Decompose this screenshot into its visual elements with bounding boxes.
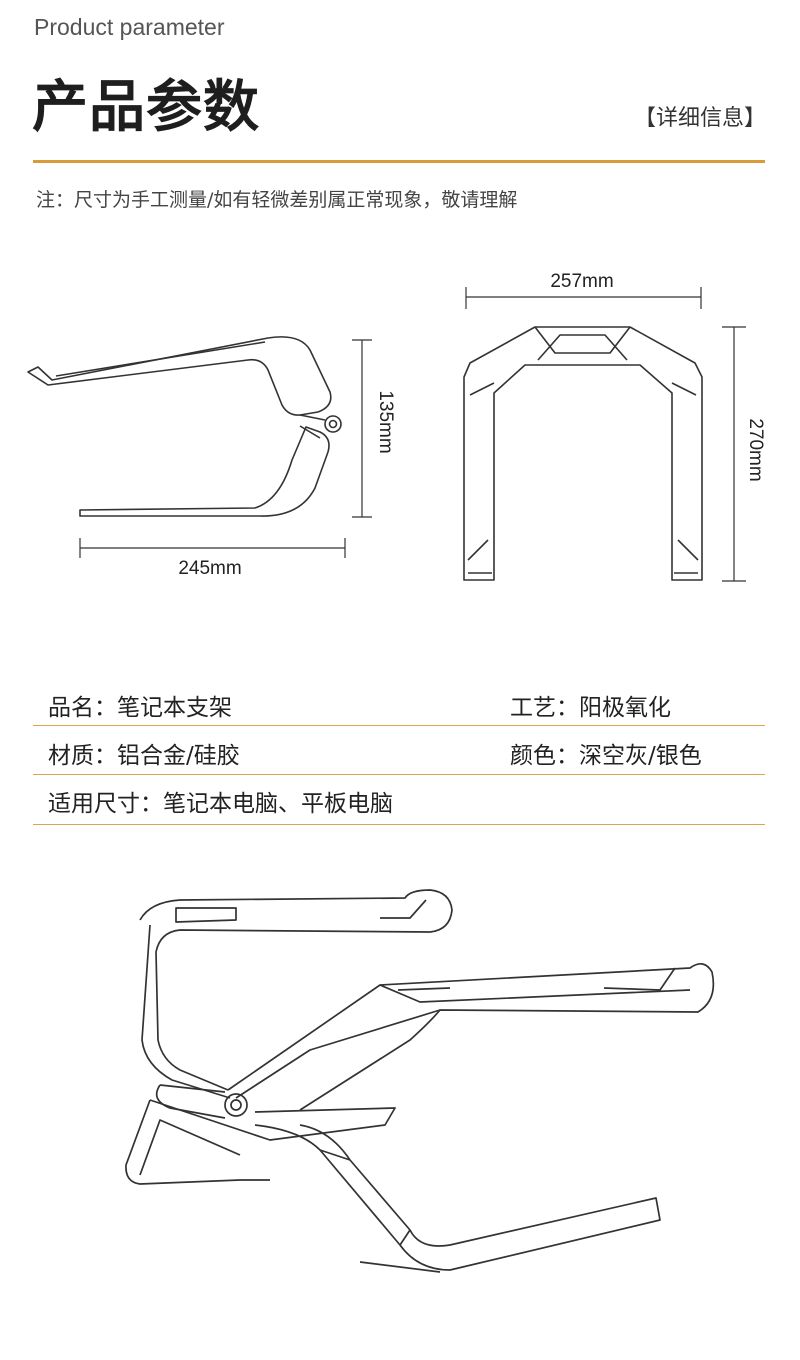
spec-process: 工艺：阳极氧化 — [510, 695, 671, 721]
spec-divider — [33, 824, 765, 825]
section-subtitle: Product parameter — [34, 14, 225, 40]
spec-divider — [33, 774, 765, 775]
width-label: 257mm — [550, 271, 613, 292]
spec-fit: 适用尺寸：笔记本电脑、平板电脑 — [48, 791, 393, 817]
page-title: 产品参数 — [32, 75, 260, 140]
top-view-diagram: 257mm 270mm — [463, 271, 766, 582]
spec-material: 材质：铝合金/硅胶 — [48, 743, 240, 769]
stand-side-outline — [27, 336, 342, 517]
stand-perspective-outline — [125, 889, 715, 1273]
length-dimension-line — [79, 538, 346, 558]
measurement-note: 注：尺寸为手工测量/如有轻微差别属正常现象，敬请理解 — [36, 189, 518, 211]
perspective-diagram — [125, 889, 715, 1273]
side-view-diagram: 135mm 245mm — [27, 336, 396, 579]
length-label: 245mm — [178, 558, 241, 579]
detail-tag: 【详细信息】 — [633, 106, 766, 131]
depth-label: 270mm — [745, 418, 766, 481]
depth-dimension-line — [722, 326, 746, 582]
accent-divider — [33, 160, 765, 163]
spec-color: 颜色：深空灰/银色 — [510, 743, 702, 769]
width-dimension-line — [465, 287, 702, 309]
stand-top-outline — [463, 326, 703, 581]
spec-divider — [33, 725, 765, 726]
height-label: 135mm — [375, 390, 396, 453]
height-dimension-line — [352, 339, 372, 518]
spec-name: 品名：笔记本支架 — [48, 695, 232, 721]
